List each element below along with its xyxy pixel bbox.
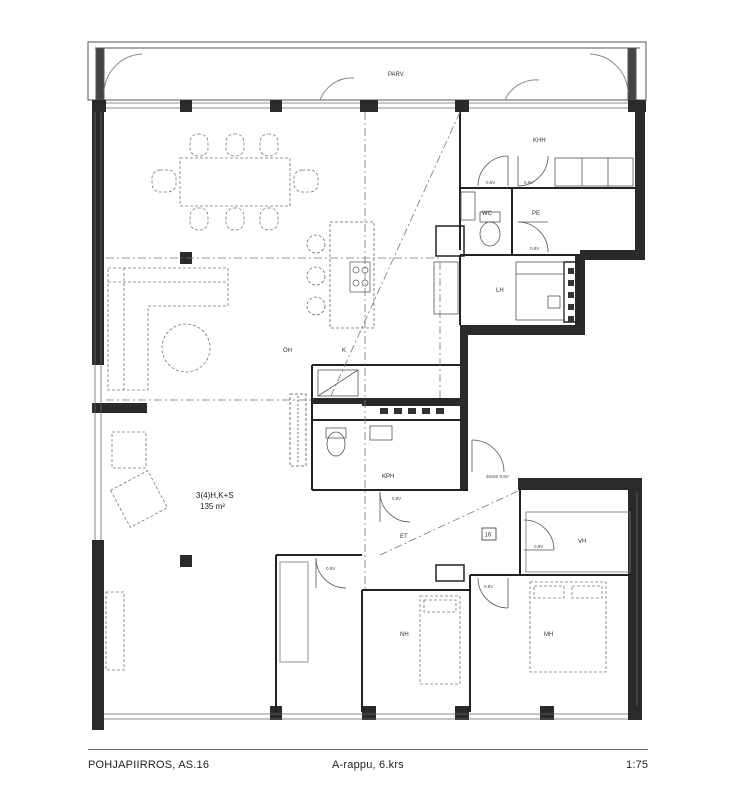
- label-parv: PARV.: [388, 72, 405, 78]
- door-label: 0.8V: [484, 584, 493, 589]
- label-pe: PE: [532, 211, 540, 217]
- footer-stair-floor: A-rappu, 6.krs: [332, 759, 404, 771]
- door-label: 30x50 0.8V: [486, 474, 509, 479]
- bedroom-furniture: [279, 511, 631, 685]
- door-label: 0.8V: [530, 246, 539, 251]
- dining-set: [151, 133, 319, 231]
- label-kph: KPH: [382, 474, 394, 480]
- footer-divider: [88, 749, 648, 750]
- label-mh: MH: [544, 632, 553, 638]
- label-oh: OH: [283, 348, 292, 354]
- sauna-benches: [380, 408, 444, 414]
- label-vh: VH: [578, 539, 586, 545]
- apartment-number-box: [481, 527, 497, 541]
- floor-plan: PARV. KHH WC PE LH OH K KPH ET VH NH MH …: [87, 41, 647, 730]
- window-lines: [94, 102, 638, 720]
- apartment-type: 3(4)H,K+S: [196, 491, 234, 500]
- door-label: 0.9V: [534, 544, 543, 549]
- lh-panel: [568, 268, 574, 322]
- label-wc: WC: [482, 211, 493, 217]
- doors: [315, 155, 555, 609]
- label-nh: NH: [400, 632, 409, 638]
- door-label: 0.8V: [392, 496, 401, 501]
- label-et: ET: [400, 534, 408, 540]
- footer-title: POHJAPIIRROS, AS.16: [88, 759, 210, 771]
- interior-walls: [275, 110, 635, 712]
- apartment-number: 16: [485, 533, 492, 539]
- label-khh: KHH: [533, 138, 546, 144]
- exterior-walls: [92, 100, 646, 730]
- door-label: 0.8V: [326, 566, 335, 571]
- dash-dot-lines: [106, 111, 521, 590]
- kitchen-island: [306, 221, 375, 329]
- living-furniture: [105, 267, 229, 671]
- door-label: 0.8V: [486, 180, 495, 185]
- bath-fixtures: [289, 369, 393, 467]
- balcony: [87, 41, 647, 101]
- khh-fixtures: [433, 157, 634, 321]
- apartment-area: 135 m²: [200, 502, 225, 511]
- door-label: 0.8V: [524, 180, 533, 185]
- wall-blocks: [312, 225, 579, 582]
- footer-scale: 1:75: [626, 759, 649, 771]
- label-k: K: [342, 348, 346, 354]
- label-lh: LH: [496, 288, 504, 294]
